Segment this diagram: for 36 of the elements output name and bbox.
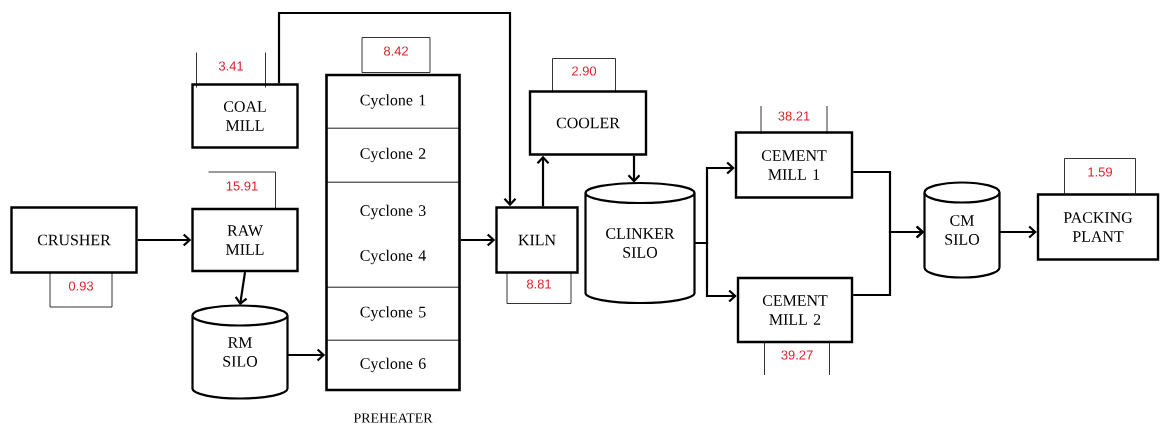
silo-cylinder: CM SILO [923,181,1001,279]
cyclone-cell: Cyclone 3 Cyclone 4 [325,204,461,288]
cyclone-cell: Cyclone 5 [325,306,461,341]
silo-cylinder: CLINKER SILO [584,181,696,305]
value-box: 8.81 [506,272,572,304]
process-box: RAW MILL [191,207,299,273]
arrow [853,225,925,297]
value-box: 8.42 [361,37,431,73]
silo-cylinder: RM SILO [191,304,289,400]
value-box: 0.93 [49,272,113,308]
value-box: 3.41 [196,52,266,88]
process-box: KILN [495,206,579,274]
value-box: 39.27 [764,342,830,376]
arrow [694,241,737,303]
arrow [627,155,641,183]
process-box: CEMENT MILL 2 [736,276,854,344]
value-box: 1.59 [1064,158,1136,194]
process-box: CRUSHER [10,206,138,274]
tower-heading: PREHEATER [353,413,433,423]
value-box: 38.21 [760,105,828,135]
arrow [277,11,517,207]
arrow [137,233,192,247]
cyclone-cell: Cyclone 1 [325,94,461,129]
arrow [234,272,248,306]
process-box: PACKING PLANT [1036,193,1160,261]
process-box: CEMENT MILL 1 [734,131,854,199]
arrow [999,225,1037,239]
process-box: COOLER [528,90,648,156]
arrow [460,233,496,247]
arrow [536,155,550,207]
value-box: 15.91 [208,171,276,209]
arrow [287,348,326,362]
cyclone-cell: Cyclone 2 [325,147,461,183]
value-box: 2.90 [552,58,616,92]
cyclone-cell: Cyclone 6 [360,357,426,373]
process-box: COAL MILL [191,83,299,149]
